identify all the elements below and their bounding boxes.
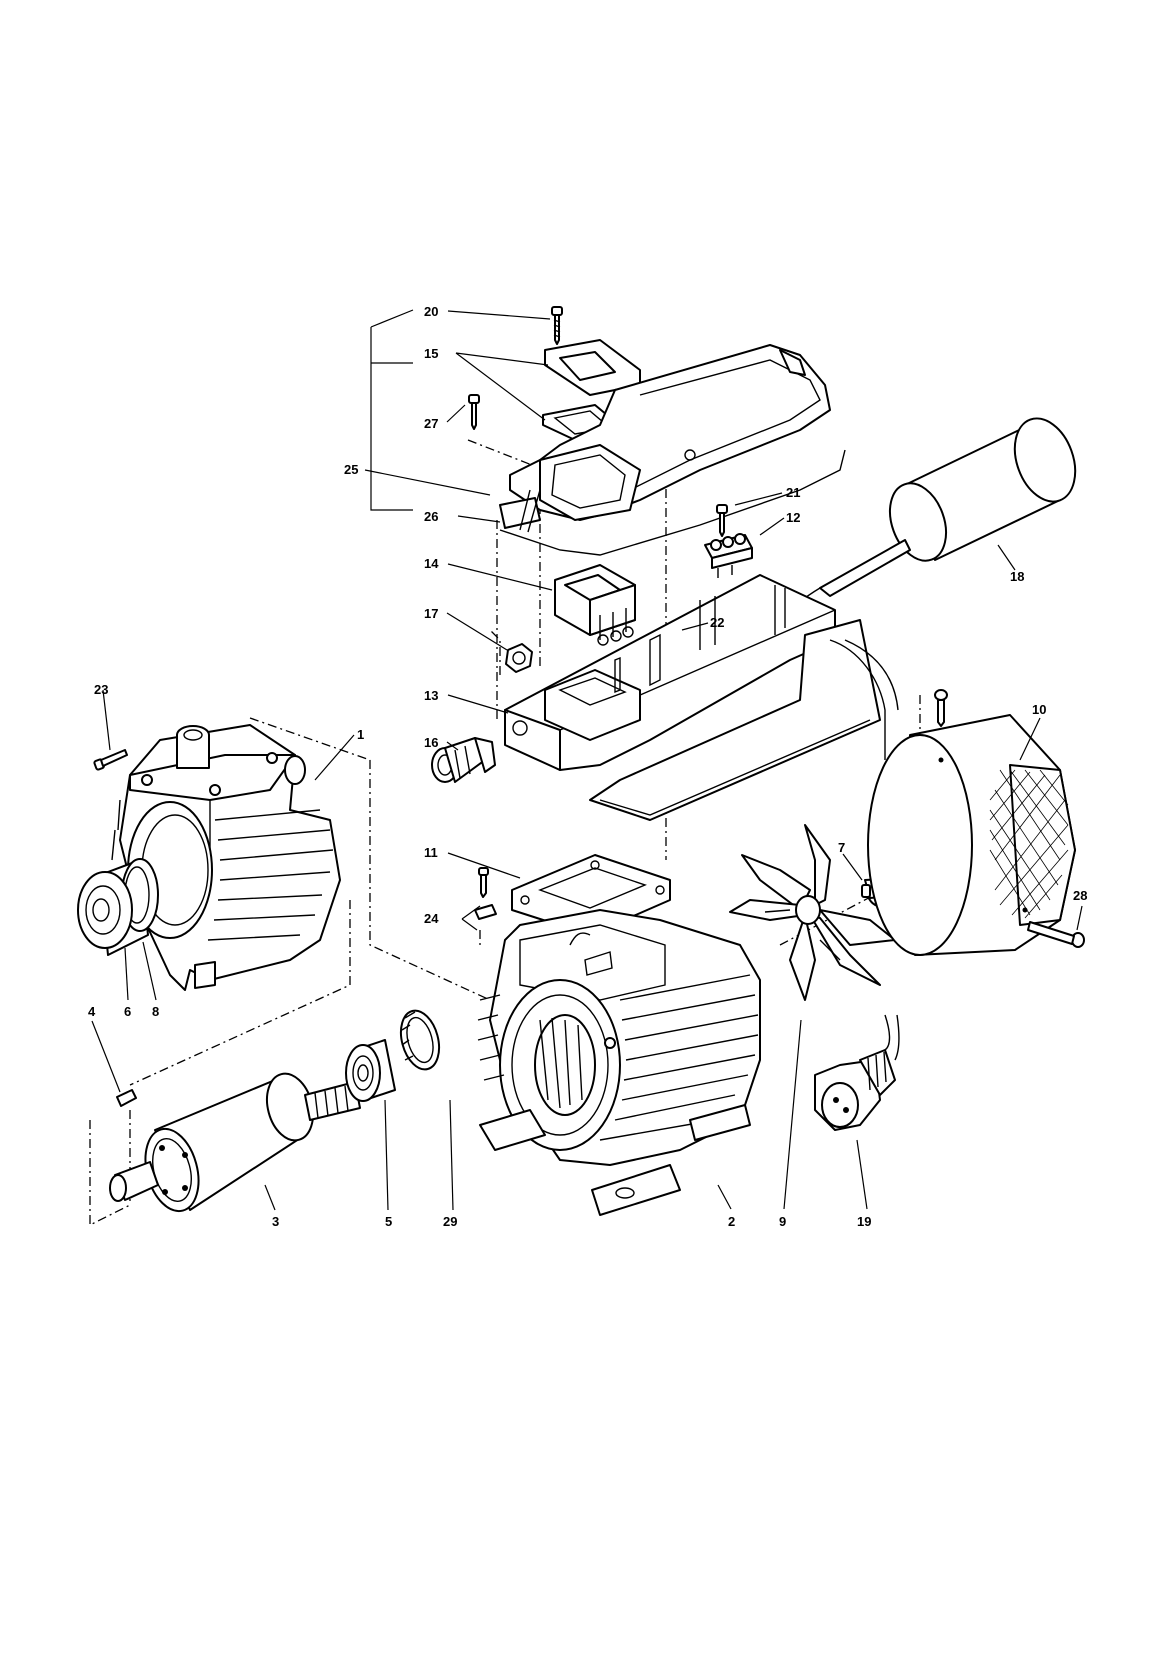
wave-ring-29 bbox=[399, 1009, 441, 1071]
label-3: 3 bbox=[272, 1214, 279, 1229]
label-19: 19 bbox=[857, 1214, 871, 1229]
label-9: 9 bbox=[779, 1214, 786, 1229]
label-21: 21 bbox=[786, 485, 800, 500]
label-20: 20 bbox=[424, 304, 438, 319]
label-28: 28 bbox=[1073, 888, 1087, 903]
screw-top-fan-cover bbox=[934, 689, 948, 727]
key-4 bbox=[116, 1089, 137, 1107]
callout-labels: 20 15 27 25 26 21 12 18 14 22 17 13 16 2… bbox=[88, 304, 1087, 1229]
label-18: 18 bbox=[1010, 569, 1024, 584]
label-24: 24 bbox=[424, 911, 439, 926]
label-13: 13 bbox=[424, 688, 438, 703]
label-22: 22 bbox=[710, 615, 724, 630]
label-29: 29 bbox=[443, 1214, 457, 1229]
label-1: 1 bbox=[357, 727, 364, 742]
label-5: 5 bbox=[385, 1214, 392, 1229]
label-26: 26 bbox=[424, 509, 438, 524]
screw-21 bbox=[716, 504, 728, 537]
label-27: 27 bbox=[424, 416, 438, 431]
label-8: 8 bbox=[152, 1004, 159, 1019]
terminal-block-12 bbox=[704, 533, 753, 578]
power-plug-19 bbox=[814, 1014, 900, 1131]
label-25: 25 bbox=[344, 462, 358, 477]
label-6: 6 bbox=[124, 1004, 131, 1019]
screw-28 bbox=[1027, 921, 1085, 948]
screw-23 bbox=[93, 749, 128, 771]
label-14: 14 bbox=[424, 556, 439, 571]
bearing-5 bbox=[345, 1039, 396, 1102]
label-12: 12 bbox=[786, 510, 800, 525]
capacitor-18 bbox=[779, 417, 1077, 616]
label-17: 17 bbox=[424, 606, 438, 621]
nut-17 bbox=[505, 643, 533, 673]
fan-9 bbox=[729, 824, 896, 1001]
end-shield-1 bbox=[111, 724, 341, 991]
screw-20 bbox=[551, 306, 563, 345]
label-7: 7 bbox=[838, 840, 845, 855]
switch-box-13 bbox=[504, 574, 899, 821]
fan-cover-mesh bbox=[989, 769, 1069, 919]
label-16: 16 bbox=[424, 735, 438, 750]
switch-box-lid-25 bbox=[499, 344, 846, 556]
rotor-3 bbox=[109, 1072, 361, 1213]
label-10: 10 bbox=[1032, 702, 1046, 717]
fan-cover-10 bbox=[867, 714, 1076, 956]
bearing-cap-6-8 bbox=[77, 858, 159, 956]
screw-27 bbox=[468, 394, 480, 430]
screw-24 bbox=[474, 867, 497, 920]
leader-lines bbox=[91, 309, 1083, 1211]
label-15: 15 bbox=[424, 346, 438, 361]
rocker-switch-14 bbox=[554, 564, 636, 646]
cable-gland-16 bbox=[431, 737, 496, 783]
label-2: 2 bbox=[728, 1214, 735, 1229]
stator-housing-2 bbox=[477, 909, 761, 1216]
label-11: 11 bbox=[424, 845, 438, 860]
label-4: 4 bbox=[88, 1004, 96, 1019]
label-23: 23 bbox=[94, 682, 108, 697]
